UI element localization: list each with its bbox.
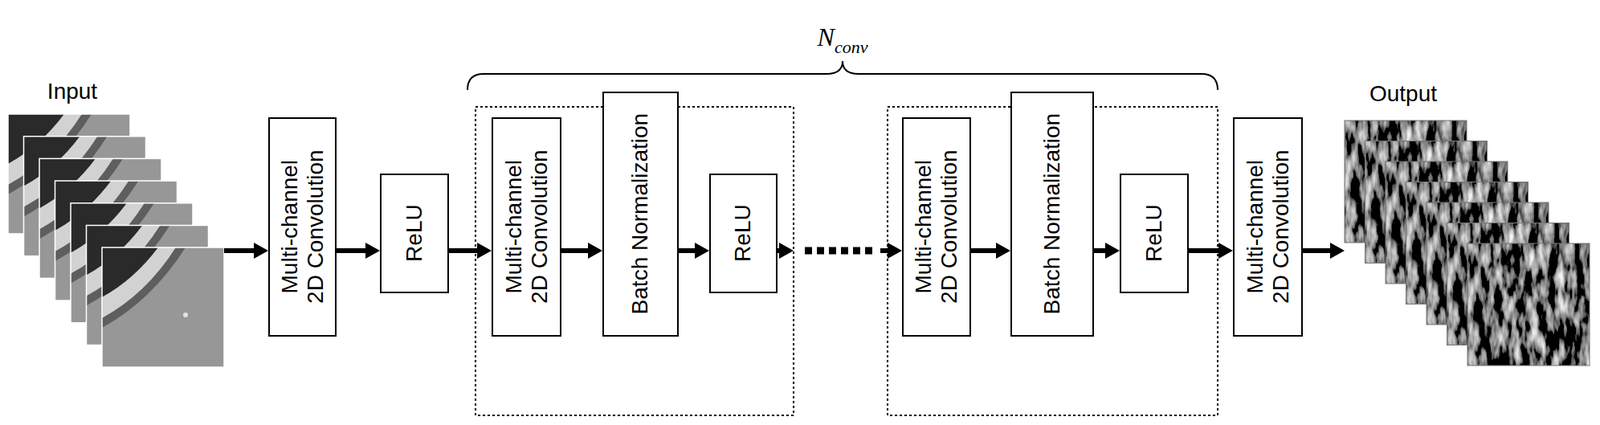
flow-arrow bbox=[678, 242, 710, 259]
residual-slice bbox=[1467, 243, 1590, 366]
box-label: Multi-channel 2D Convolution bbox=[500, 147, 552, 307]
arrow-head bbox=[1218, 242, 1233, 259]
brace-subscript: conv bbox=[834, 36, 869, 58]
arrow-head bbox=[365, 242, 380, 259]
connector-group bbox=[224, 242, 1345, 259]
batchnorm-box: Batch Normalization bbox=[1010, 91, 1094, 337]
arrow-shaft bbox=[1302, 248, 1331, 254]
arrow-head bbox=[253, 242, 269, 259]
box-label: ReLU bbox=[401, 179, 428, 287]
box-label: Multi-channel 2D Convolution bbox=[910, 147, 963, 307]
brace-symbol: N bbox=[817, 22, 835, 52]
stack-title: Input bbox=[8, 78, 137, 105]
curly-brace bbox=[467, 61, 1218, 90]
arrow-shaft bbox=[336, 248, 367, 254]
box-label: ReLU bbox=[1141, 179, 1168, 287]
arrow-shaft bbox=[448, 248, 478, 254]
dotted-group bbox=[887, 106, 1218, 416]
arrow-head bbox=[587, 242, 603, 259]
box-label: Multi-channel 2D Convolution bbox=[276, 147, 328, 307]
box-label: Batch Normalization bbox=[1039, 97, 1066, 331]
flow-arrow bbox=[1188, 242, 1233, 259]
arrow-shaft bbox=[678, 248, 696, 254]
ct-slice bbox=[102, 247, 225, 368]
output-image-stack bbox=[1344, 120, 1590, 366]
box-label: Batch Normalization bbox=[627, 97, 654, 331]
stack-title: Output bbox=[1344, 81, 1462, 107]
arrow-shaft bbox=[224, 248, 255, 254]
conv-box: Multi-channel 2D Convolution bbox=[268, 117, 337, 337]
arrow-head bbox=[779, 242, 794, 259]
flow-arrow bbox=[971, 242, 1011, 259]
arrow-head bbox=[1105, 242, 1120, 259]
arrow-shaft bbox=[1188, 248, 1220, 254]
input-image-stack bbox=[8, 114, 225, 368]
batchnorm-box: Batch Normalization bbox=[602, 91, 679, 337]
flow-arrow bbox=[1302, 242, 1345, 259]
arrow-head bbox=[1330, 242, 1345, 259]
arrow-shaft bbox=[561, 248, 589, 254]
relu-box: ReLU bbox=[709, 173, 778, 294]
relu-box: ReLU bbox=[1119, 173, 1189, 294]
flow-arrow bbox=[1093, 242, 1120, 259]
flow-arrow bbox=[777, 242, 903, 259]
arrow-head bbox=[887, 242, 903, 259]
conv-box: Multi-channel 2D Convolution bbox=[902, 117, 972, 337]
flow-arrow bbox=[224, 242, 269, 259]
arrow-shaft bbox=[1093, 248, 1107, 254]
conv-box: Multi-channel 2D Convolution bbox=[1232, 117, 1303, 337]
output-stack: Output bbox=[1344, 120, 1590, 366]
flow-arrow bbox=[561, 242, 603, 259]
relu-box: ReLU bbox=[379, 173, 449, 294]
dotted-continuation bbox=[804, 247, 878, 255]
arrow-shaft bbox=[971, 248, 997, 254]
arrow-head bbox=[694, 242, 710, 259]
arrow-head bbox=[995, 242, 1011, 259]
box-label: ReLU bbox=[730, 179, 756, 287]
flow-arrow bbox=[448, 242, 492, 259]
arrow-shaft bbox=[880, 248, 889, 254]
arrow-head bbox=[477, 242, 492, 259]
flow-arrow bbox=[336, 242, 380, 259]
input-stack: Input bbox=[8, 114, 225, 368]
brace-label: Nconv bbox=[817, 24, 869, 50]
dotted-group bbox=[475, 106, 794, 416]
conv-box: Multi-channel 2D Convolution bbox=[491, 117, 562, 337]
box-label: Multi-channel 2D Convolution bbox=[1241, 147, 1294, 307]
